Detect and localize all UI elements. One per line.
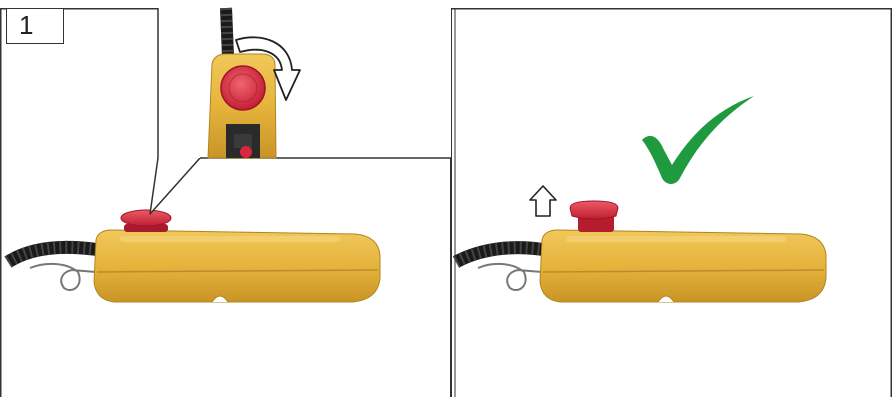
callout-box <box>158 8 451 158</box>
check-mark-icon <box>642 96 754 184</box>
callout-pointer <box>150 158 200 214</box>
housing-top-highlight <box>120 236 340 242</box>
top-stop-button <box>221 66 265 110</box>
panel-press-stop <box>8 8 451 302</box>
up-arrow-icon <box>530 186 556 216</box>
step-number-box: 1 <box>6 8 64 44</box>
wire-loop <box>30 264 96 290</box>
stop-button-raised <box>570 201 618 219</box>
wire-loop <box>478 264 542 290</box>
panel-released <box>456 96 826 302</box>
step-number: 1 <box>19 10 33 40</box>
stop-button-pressed <box>121 210 171 226</box>
